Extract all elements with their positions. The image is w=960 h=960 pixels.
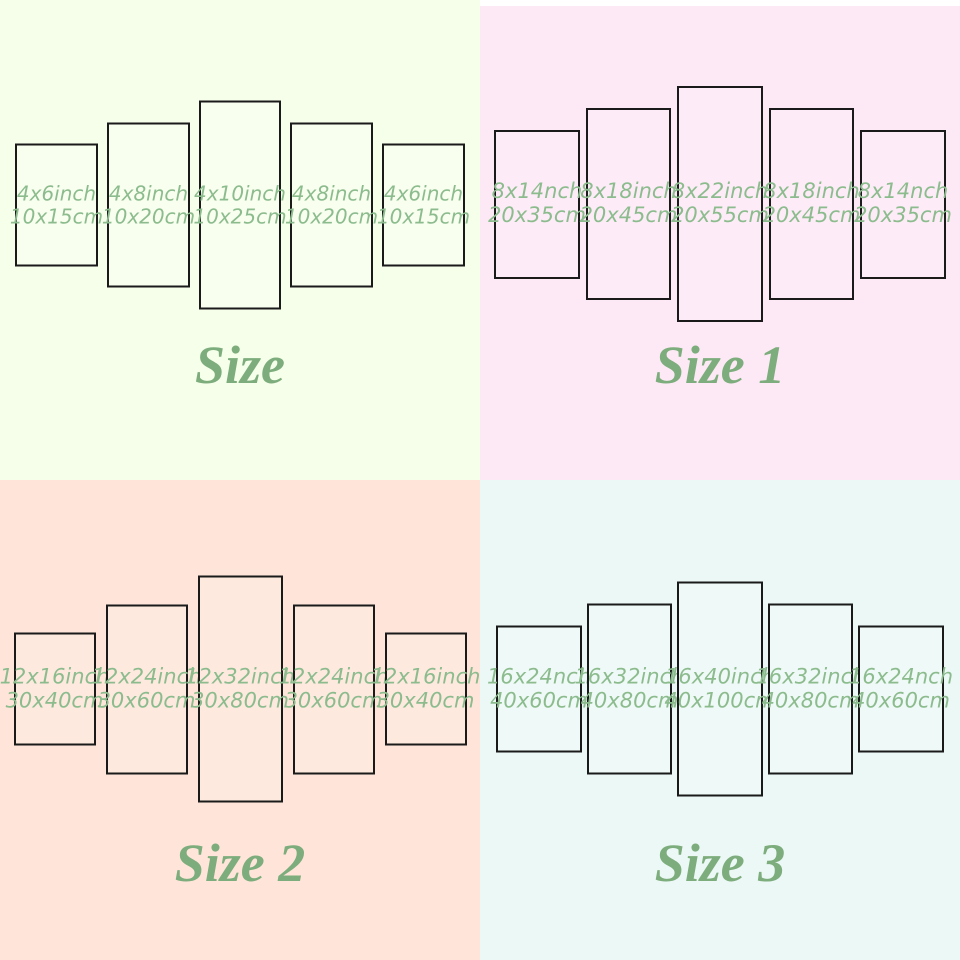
- panel-size-inch: 16x24nch: [848, 664, 954, 689]
- panel-size-cm: 10x15cm: [376, 204, 471, 228]
- panel-size-inch: 16x32inch: [755, 664, 866, 689]
- canvas-panel: 12x16inch 30x40cm: [371, 632, 480, 746]
- panel-size-label: 12x32inch 30x80cm: [185, 665, 295, 712]
- panel-size-inch: 8x22inch: [671, 179, 769, 204]
- panel-size-inch: 4x8inch: [108, 181, 189, 206]
- panel-size-cm: 40x80cm: [761, 688, 860, 712]
- panel-size-label: 12x16inch 30x40cm: [371, 665, 480, 712]
- panel-row: 4x6inch 10x15cm 4x8inch 10x20cm 4x10inch…: [0, 100, 480, 310]
- canvas-panel: 4x10inch 10x25cm: [193, 100, 287, 310]
- panel-size-inch: 8x18inch: [763, 179, 860, 204]
- canvas-panel: 16x24nch 40x60cm: [849, 625, 953, 753]
- panel-size-cm: 20x35cm: [854, 203, 952, 227]
- panel-size-cm: 10x20cm: [284, 204, 379, 228]
- panel-size-inch: 16x40inch: [665, 664, 775, 689]
- panel-size-inch: 4x10inch: [194, 181, 286, 206]
- canvas-panel: 12x24inch 30x60cm: [279, 604, 388, 774]
- panel-size-cm: 30x60cm: [97, 688, 196, 712]
- panel-size-cm: 30x40cm: [5, 688, 104, 712]
- panel-size-inch: 12x32inch: [185, 664, 295, 689]
- panel-size-inch: 8x14nch: [857, 179, 949, 204]
- canvas-panel: 8x18inch 20x45cm: [763, 108, 860, 300]
- panel-size-label: 12x24inch 30x60cm: [92, 665, 202, 712]
- panel-size-inch: 8x18inch: [580, 179, 677, 204]
- panel-size-cm: 40x60cm: [852, 688, 950, 712]
- canvas-panel: 4x8inch 10x20cm: [102, 122, 195, 288]
- panel-size-inch: 4x6inch: [383, 181, 464, 206]
- panel-size-label: 4x8inch 10x20cm: [101, 181, 196, 228]
- panel-size-cm: 40x60cm: [490, 688, 588, 712]
- canvas-panel: 16x32inch 40x80cm: [575, 603, 684, 775]
- panel-size-inch: 16x24nch: [486, 664, 592, 689]
- canvas-panel: 8x14nch 20x35cm: [488, 129, 586, 279]
- panel-size-label: 4x8inch 10x20cm: [284, 181, 379, 228]
- panel-size-label: 8x18inch 20x45cm: [580, 180, 678, 227]
- panel-size-inch: 12x16inch: [0, 664, 110, 689]
- panel-size-label: 16x24nch 40x60cm: [849, 665, 953, 712]
- quadrant-3: 16x24nch 40x60cm 16x32inch 40x80cm 16x40…: [480, 480, 960, 960]
- panel-size-cm: 30x60cm: [284, 688, 383, 712]
- quadrant-1: 8x14nch 20x35cm 8x18inch 20x45cm 8x22inc…: [480, 0, 960, 480]
- panel-size-inch: 12x24inch: [278, 664, 389, 689]
- panel-size-label: 12x16inch 30x40cm: [0, 665, 109, 712]
- panel-size-cm: 20x55cm: [671, 203, 769, 227]
- panel-size-label: 8x22inch 20x55cm: [671, 180, 769, 227]
- panel-size-cm: 20x45cm: [762, 203, 861, 227]
- panel-size-label: 8x14nch 20x35cm: [854, 180, 952, 227]
- quadrant-2: 12x16inch 30x40cm 12x24inch 30x60cm 12x3…: [0, 480, 480, 960]
- canvas-panel: 16x32inch 40x80cm: [756, 603, 865, 775]
- panel-size-cm: 40x100cm: [664, 688, 776, 712]
- panel-size-cm: 20x45cm: [579, 203, 678, 227]
- panel-size-cm: 30x40cm: [376, 688, 475, 712]
- canvas-panel: 8x18inch 20x45cm: [580, 108, 677, 300]
- canvas-panel: 16x24nch 40x60cm: [487, 625, 591, 753]
- panel-size-cm: 30x80cm: [191, 688, 289, 712]
- panel-size-cm: 10x15cm: [9, 204, 104, 228]
- canvas-panel: 12x16inch 30x40cm: [0, 632, 109, 746]
- panel-row: 12x16inch 30x40cm 12x24inch 30x60cm 12x3…: [0, 575, 480, 803]
- panel-size-inch: 8x14nch: [491, 179, 583, 204]
- panel-size-label: 12x24inch 30x60cm: [279, 665, 389, 712]
- panel-size-inch: 12x24inch: [91, 664, 202, 689]
- quadrant-title: Size 3: [654, 833, 786, 893]
- panel-size-label: 8x18inch 20x45cm: [763, 180, 861, 227]
- panel-size-cm: 40x80cm: [580, 688, 679, 712]
- canvas-panel: 12x24inch 30x60cm: [92, 604, 201, 774]
- canvas-panel: 4x8inch 10x20cm: [285, 122, 378, 288]
- canvas-panel: 16x40inch 40x100cm: [664, 581, 776, 797]
- panel-size-label: 4x6inch 10x15cm: [9, 181, 104, 228]
- panel-size-label: 4x10inch 10x25cm: [193, 181, 287, 228]
- panel-size-cm: 10x20cm: [101, 204, 196, 228]
- panel-row: 16x24nch 40x60cm 16x32inch 40x80cm 16x40…: [480, 581, 960, 797]
- canvas-panel: 4x6inch 10x15cm: [377, 143, 470, 267]
- panel-size-inch: 4x8inch: [291, 181, 372, 206]
- quadrant-title: Size 2: [174, 833, 306, 893]
- panel-size-label: 16x40inch 40x100cm: [664, 665, 775, 712]
- panel-size-label: 8x14nch 20x35cm: [488, 180, 586, 227]
- panel-size-label: 16x24nch 40x60cm: [487, 665, 591, 712]
- canvas-panel: 8x22inch 20x55cm: [671, 86, 769, 322]
- quadrant-title: Size: [194, 335, 286, 395]
- panel-size-inch: 4x6inch: [16, 181, 97, 206]
- panel-size-label: 16x32inch 40x80cm: [575, 665, 685, 712]
- panel-size-cm: 10x25cm: [193, 204, 287, 228]
- panel-size-cm: 20x35cm: [488, 203, 586, 227]
- panel-row: 8x14nch 20x35cm 8x18inch 20x45cm 8x22inc…: [480, 86, 960, 322]
- canvas-panel: 8x14nch 20x35cm: [854, 129, 952, 279]
- quadrant-0: 4x6inch 10x15cm 4x8inch 10x20cm 4x10inch…: [0, 0, 480, 480]
- panel-size-inch: 12x16inch: [370, 664, 480, 689]
- panel-size-label: 16x32inch 40x80cm: [756, 665, 866, 712]
- quadrant-title: Size 1: [654, 335, 786, 395]
- panel-size-label: 4x6inch 10x15cm: [376, 181, 471, 228]
- panel-size-inch: 16x32inch: [574, 664, 685, 689]
- canvas-panel: 4x6inch 10x15cm: [10, 143, 103, 267]
- canvas-panel: 12x32inch 30x80cm: [185, 575, 295, 803]
